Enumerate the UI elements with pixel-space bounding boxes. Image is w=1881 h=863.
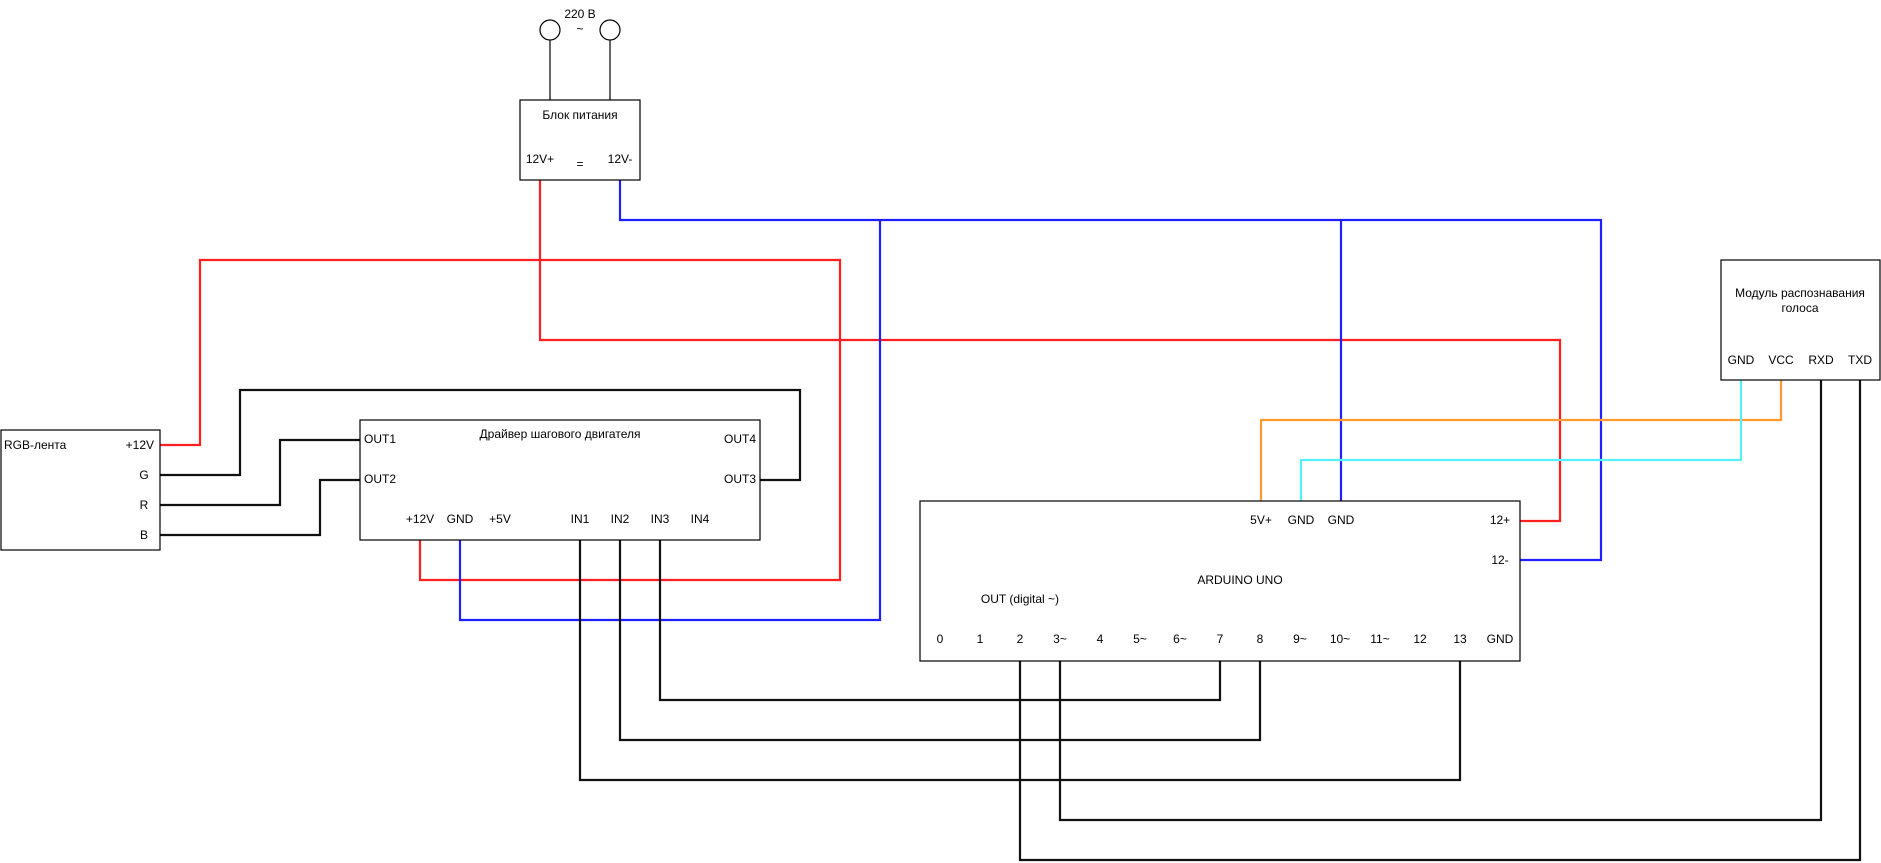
arduino-digital-pin: 8 (1257, 632, 1264, 646)
voice-pin-vcc: VCC (1768, 353, 1794, 367)
wire-pin2-to-voice-txd (1018, 380, 1862, 862)
driver-pin-in3: IN3 (651, 512, 670, 526)
power-supply-minus-pin: 12V- (608, 152, 633, 166)
arduino-digital-pin: 0 (937, 632, 944, 646)
voice-pin-gnd: GND (1728, 353, 1755, 367)
rgb-pin-r: R (140, 498, 149, 512)
driver-pin-in1: IN1 (571, 512, 590, 526)
wire-rgb-r-to-driver-out1 (160, 438, 360, 507)
arduino-pin-5v: 5V+ (1250, 513, 1272, 527)
arduino-digital-pin: 7 (1217, 632, 1224, 646)
rgb-strip-box (0, 429, 161, 551)
arduino-uno: ARDUINO UNO OUT (digital ~) 5V+ GND GND … (919, 500, 1521, 662)
arduino-pin-12minus: 12- (1491, 553, 1508, 567)
arduino-digital-pin: 3~ (1053, 632, 1067, 646)
arduino-digital-pin: 5~ (1133, 632, 1147, 646)
stepper-driver-box (359, 419, 761, 541)
voice-module: Модуль распознавания голоса GND VCC RXD … (1720, 259, 1881, 381)
wire-pin3-to-voice-rxd (1058, 380, 1823, 822)
rgb-pin-b: B (140, 528, 148, 542)
wire-in2-to-pin-8 (618, 540, 1262, 742)
driver-pin-out1: OUT1 (364, 432, 396, 446)
driver-pin-out2: OUT2 (364, 472, 396, 486)
arduino-pin-gnd-2: GND (1328, 513, 1355, 527)
rgb-strip: RGB-лента +12V G R B (0, 429, 161, 551)
arduino-pin-gnd-1: GND (1288, 513, 1315, 527)
wire-gnd-to-driver-gnd (458, 220, 882, 622)
wires (160, 180, 1862, 862)
voice-pin-txd: TXD (1848, 353, 1872, 367)
mains-terminal-left (539, 19, 561, 41)
wire-in3-to-pin-7 (658, 540, 1222, 702)
wire-rgb-b-to-driver-out2 (160, 478, 360, 537)
rgb-pin-12v: +12V (126, 438, 154, 452)
voice-pin-rxd: RXD (1808, 353, 1834, 367)
rgb-strip-title: RGB-лента (4, 438, 67, 452)
arduino-digital-pin: 9~ (1293, 632, 1307, 646)
driver-pin-in2: IN2 (611, 512, 630, 526)
arduino-digital-pin: 4 (1097, 632, 1104, 646)
driver-pin-out3: OUT3 (724, 472, 756, 486)
wire-psu-plus-to-rgb-and-driver (160, 258, 540, 447)
arduino-digital-pin: 11~ (1370, 632, 1389, 646)
stepper-driver: Драйвер шагового двигателя OUT1 OUT2 OUT… (359, 419, 761, 541)
mains-input: 220 В ~ (539, 7, 621, 100)
wire-psu-plus-to-driver-12v (418, 258, 842, 582)
wire-voice-vcc-to-5v (1259, 380, 1783, 501)
driver-pin-12v: +12V (406, 512, 434, 526)
arduino-digital-pin: 6~ (1173, 632, 1187, 646)
arduino-pin-12plus: 12+ (1490, 513, 1510, 527)
mains-terminal-right (599, 19, 621, 41)
power-supply: Блок питания 12V+ = 12V- (519, 99, 641, 181)
arduino-out-label: OUT (digital ~) (981, 592, 1059, 606)
voice-module-title-line1: Модуль распознавания (1735, 286, 1865, 300)
power-supply-dc-symbol: = (576, 157, 583, 171)
wire-psu-plus-to-arduino-12plus (538, 180, 1562, 523)
stepper-driver-title: Драйвер шагового двигателя (480, 427, 641, 441)
power-supply-plus-pin: 12V+ (526, 152, 554, 166)
arduino-digital-pin: 12 (1413, 632, 1427, 646)
arduino-digital-pin: 2 (1017, 632, 1024, 646)
power-supply-title: Блок питания (542, 108, 617, 122)
wire-voice-gnd-to-arduino-gnd (1299, 380, 1743, 501)
mains-voltage-label: 220 В (564, 7, 595, 21)
wire-psu-minus-to-arduino-12minus (618, 180, 1603, 562)
power-supply-box (519, 99, 641, 181)
arduino-title: ARDUINO UNO (1197, 573, 1282, 587)
arduino-digital-pin: GND (1487, 632, 1514, 646)
wire-rgb-g-to-driver-out4 (160, 388, 802, 482)
voice-module-title-line2: голоса (1781, 301, 1818, 315)
arduino-digital-pin: 10~ (1330, 632, 1350, 646)
driver-pin-out4: OUT4 (724, 432, 756, 446)
arduino-digital-pin: 1 (977, 632, 984, 646)
voice-module-box (1720, 259, 1881, 381)
driver-pin-in4: IN4 (691, 512, 710, 526)
arduino-digital-pin: 13 (1453, 632, 1467, 646)
arduino-box (919, 500, 1521, 662)
driver-pin-gnd: GND (447, 512, 474, 526)
mains-ac-symbol: ~ (576, 22, 583, 36)
rgb-pin-g: G (139, 468, 148, 482)
driver-pin-5v: +5V (489, 512, 511, 526)
